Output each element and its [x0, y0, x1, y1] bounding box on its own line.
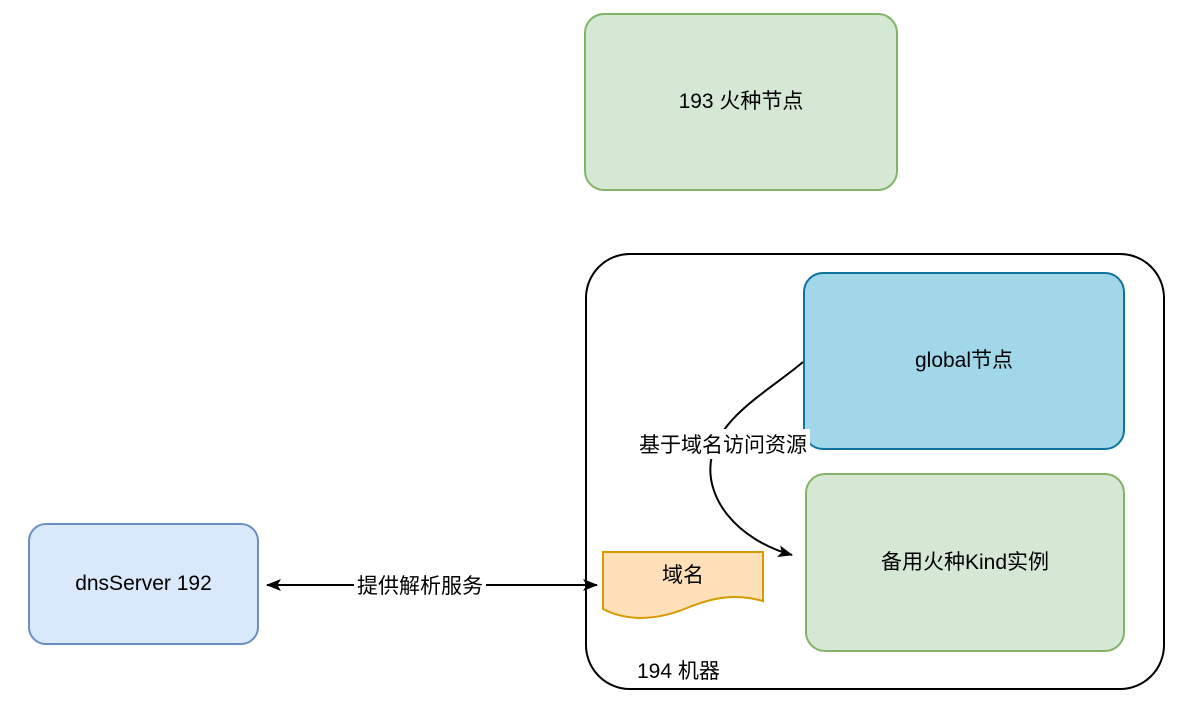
seed-node-box: 193 火种节点 [584, 13, 898, 191]
seed-node-label: 193 火种节点 [678, 90, 804, 114]
dns-server-box: dnsServer 192 [28, 523, 259, 645]
backup-kind-box: 备用火种Kind实例 [805, 473, 1125, 652]
dns-server-label: dnsServer 192 [75, 572, 212, 596]
machine-container-box [585, 253, 1165, 690]
access-by-domain-edge-label: 基于域名访问资源 [636, 429, 810, 459]
domain-doc-label: 域名 [662, 564, 704, 587]
backup-kind-label: 备用火种Kind实例 [880, 550, 1050, 574]
machine-label: 194 机器 [637, 660, 720, 683]
global-node-box: global节点 [803, 272, 1125, 450]
dns-resolution-edge-label: 提供解析服务 [354, 570, 486, 600]
global-node-label: global节点 [914, 349, 1014, 373]
